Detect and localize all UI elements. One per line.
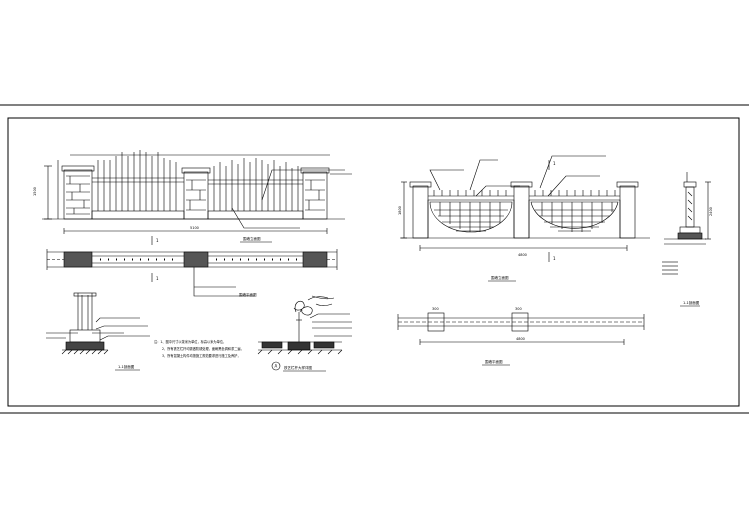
pillar-3 bbox=[300, 167, 330, 220]
right-section-mark-top: 1 bbox=[553, 161, 556, 166]
left-ornament-detail bbox=[257, 295, 352, 371]
note-line-3: 3、所有混凝土构件均按施工规范要求进行施工及养护， bbox=[162, 353, 241, 358]
left-section-mark-top: 1 bbox=[156, 238, 159, 243]
note-line-1: 注：1、图中尺寸以毫米为单位，标高以米为单位， bbox=[154, 339, 226, 344]
right-elevation-title: 围墙立面图 bbox=[491, 275, 509, 280]
left-elevation bbox=[42, 150, 352, 234]
left-section-mark-bottom: 1 bbox=[156, 276, 159, 281]
left-detail-title: 铁艺栏杆大样详图 bbox=[284, 365, 312, 370]
right-plan-dim-2: 300 bbox=[515, 307, 522, 311]
pillar-2 bbox=[181, 167, 211, 220]
right-elevation bbox=[400, 155, 650, 262]
right-section-dim: 2400 bbox=[709, 207, 713, 216]
right-section-mark-bottom: 1 bbox=[553, 256, 556, 261]
right-height-dim-1: 1800 bbox=[398, 206, 402, 215]
pillar-1 bbox=[61, 165, 95, 220]
right-plan bbox=[397, 312, 645, 345]
left-section-title: 1-1剖面图 bbox=[118, 364, 135, 369]
right-plan-dim-1: 300 bbox=[432, 307, 439, 311]
left-plan-title: 围墙平面图 bbox=[239, 292, 257, 297]
right-plan-title: 围墙平面图 bbox=[485, 359, 503, 364]
left-plan bbox=[46, 236, 338, 297]
note-line-2: 2、所有铁艺栏杆均需做防锈处理，面刷黑色调和漆二遍， bbox=[162, 346, 244, 351]
detail-symbol: A bbox=[275, 364, 278, 369]
right-plan-dim-total: 4800 bbox=[516, 337, 525, 341]
elevation-width-dim: 5100 bbox=[190, 226, 199, 230]
left-section bbox=[46, 292, 150, 355]
left-elevation-title: 围墙立面图 bbox=[243, 236, 261, 241]
right-width-dim: 4800 bbox=[518, 253, 527, 257]
right-section-title: 1-1剖面图 bbox=[683, 300, 700, 305]
right-section bbox=[662, 172, 711, 275]
drawing-border bbox=[7, 117, 740, 407]
elevation-dim-1: 1500 bbox=[33, 187, 37, 196]
